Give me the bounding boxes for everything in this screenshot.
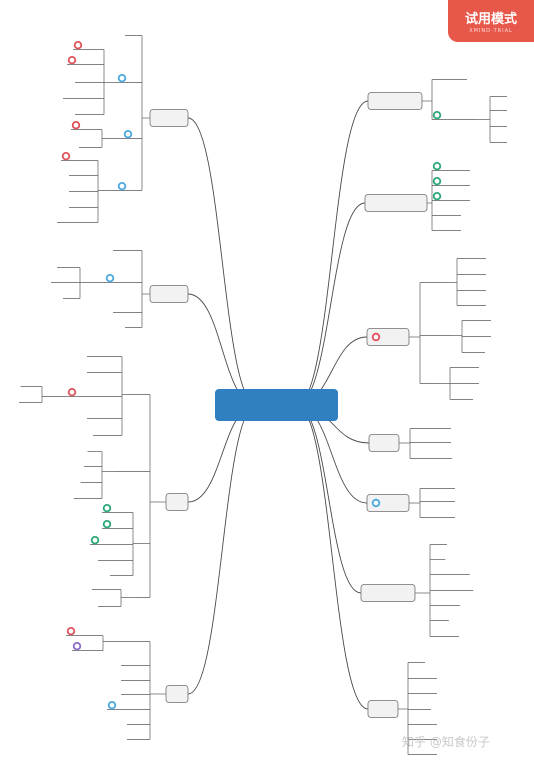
marker-icon [432, 191, 442, 201]
branch-connector [296, 100, 369, 406]
main-topic-box[interactable] [165, 493, 189, 511]
trial-mode-subtitle: XMIND·TRIAL [469, 28, 513, 34]
main-topic-box[interactable] [149, 285, 189, 303]
marker-icon [371, 498, 381, 508]
branch-connector [187, 404, 257, 695]
main-topic-box[interactable] [367, 92, 423, 110]
marker-icon [117, 181, 127, 191]
branch-connector [296, 404, 362, 594]
watermark: 知乎 @知食份子 [402, 735, 490, 749]
main-topic-box[interactable] [165, 685, 189, 703]
marker-icon [432, 161, 442, 171]
marker-icon [123, 129, 133, 139]
marker-icon [105, 274, 115, 283]
main-topic-box[interactable] [360, 584, 416, 602]
main-topic-box[interactable] [364, 194, 428, 212]
main-topic-box[interactable] [366, 328, 410, 346]
marker-icon [432, 176, 442, 186]
main-topic-box[interactable] [367, 700, 399, 718]
marker-icon [67, 56, 77, 65]
marker-icon [371, 332, 381, 342]
marker-icon [107, 701, 117, 710]
branch-connector [296, 404, 369, 710]
marker-icon [117, 73, 127, 83]
marker-icon [73, 41, 83, 50]
main-topic-box[interactable] [366, 494, 410, 512]
branch-connector [187, 293, 257, 406]
marker-icon [102, 520, 112, 529]
marker-icon [61, 151, 71, 161]
main-topic-box[interactable] [368, 434, 400, 452]
root-topic-box[interactable] [215, 389, 338, 421]
branch-connector [187, 117, 257, 406]
branch-connector [296, 202, 366, 406]
node-layer [61, 41, 442, 718]
marker-icon [90, 536, 100, 545]
trial-mode-title: 试用模式 [464, 12, 517, 27]
marker-icon [72, 642, 82, 651]
marker-icon [66, 627, 76, 636]
trial-mode-banner[interactable]: 试用模式 XMIND·TRIAL [448, 0, 534, 42]
marker-icon [71, 120, 81, 130]
marker-icon [102, 504, 112, 513]
marker-icon [432, 110, 442, 120]
marker-icon [67, 388, 77, 397]
main-topic-box[interactable] [149, 109, 189, 127]
